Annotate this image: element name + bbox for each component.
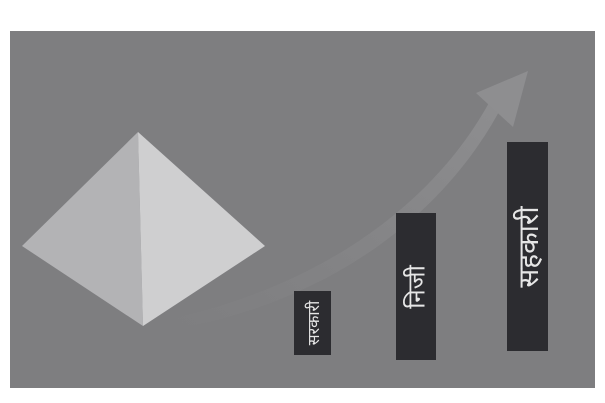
bar-label-private: निजी bbox=[402, 264, 431, 309]
bar-cooperative: सहकारी bbox=[507, 142, 548, 351]
bar-label-government: सरकारी bbox=[303, 300, 323, 346]
illustration-panel: सरकारी निजी सहकारी bbox=[10, 31, 595, 388]
illustration-graphics bbox=[22, 71, 528, 331]
bar-private: निजी bbox=[396, 213, 436, 360]
pyramid-icon bbox=[22, 132, 265, 326]
bar-government: सरकारी bbox=[294, 291, 331, 355]
bar-label-cooperative: सहकारी bbox=[511, 205, 545, 288]
growth-arrow-icon bbox=[160, 71, 528, 331]
